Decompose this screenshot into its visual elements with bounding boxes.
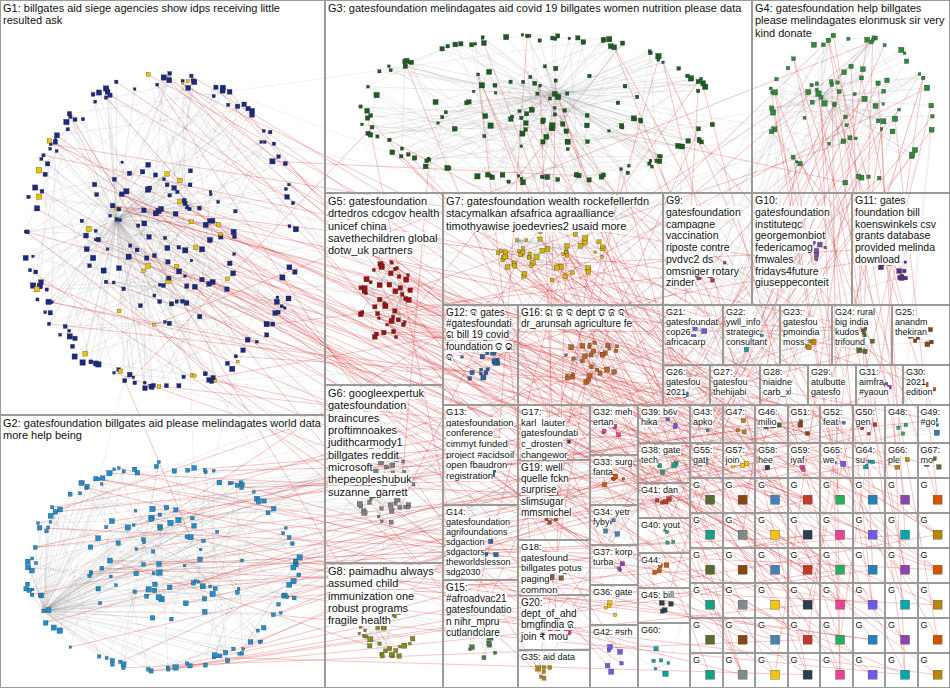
network-graph: G1: billgates aid siege agencies show id… (0, 0, 950, 688)
